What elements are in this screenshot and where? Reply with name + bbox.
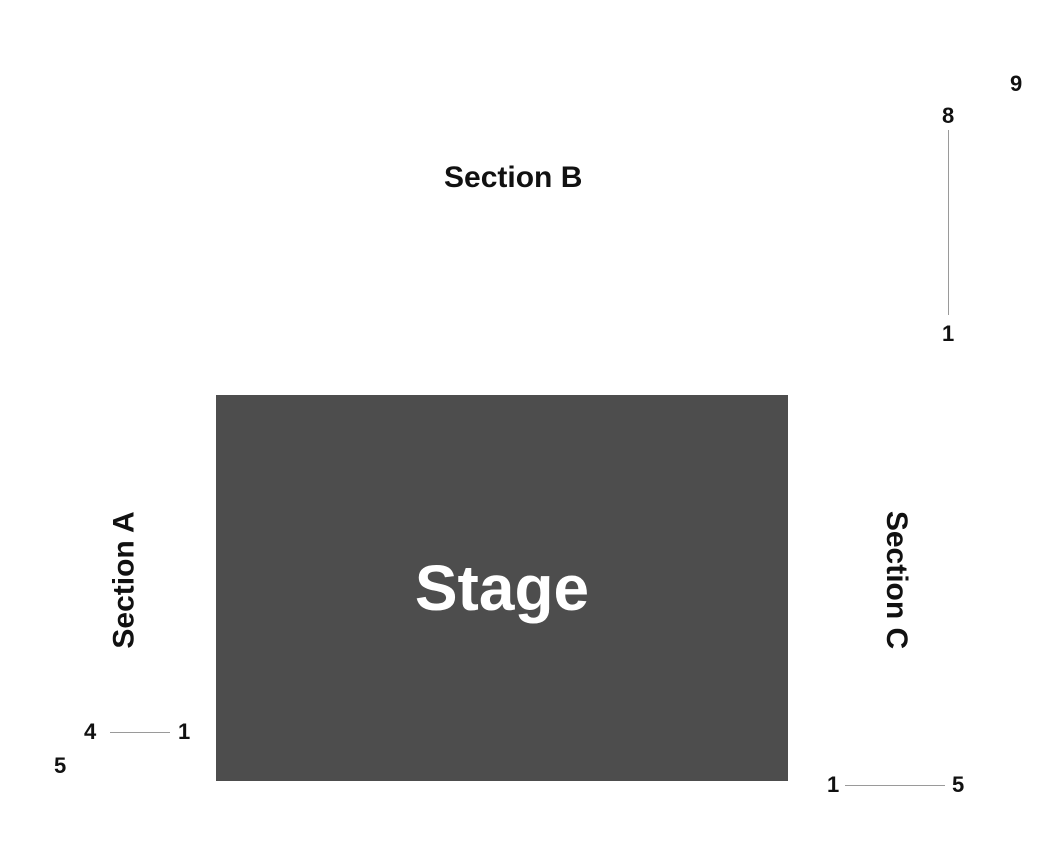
row-marker-8: 8	[942, 103, 955, 128]
row-marker-5-bottom: 5	[952, 772, 965, 797]
row-marker-9: 9	[1010, 71, 1023, 96]
section-b-row-line	[948, 130, 949, 315]
row-marker-4: 4	[84, 719, 97, 744]
section-a-row-line	[110, 732, 170, 733]
section-a-label: Section A	[108, 511, 141, 649]
row-marker-1-bottom: 1	[827, 772, 840, 797]
stage: Stage	[216, 395, 788, 781]
row-marker-1-top: 1	[942, 321, 955, 346]
stage-label: Stage	[414, 552, 590, 624]
row-marker-1-left: 1	[178, 719, 191, 744]
section-c-row-line	[845, 785, 945, 786]
section-b-label: Section B	[444, 161, 583, 194]
section-c-label: Section C	[880, 510, 914, 650]
row-marker-5-left: 5	[54, 753, 67, 778]
